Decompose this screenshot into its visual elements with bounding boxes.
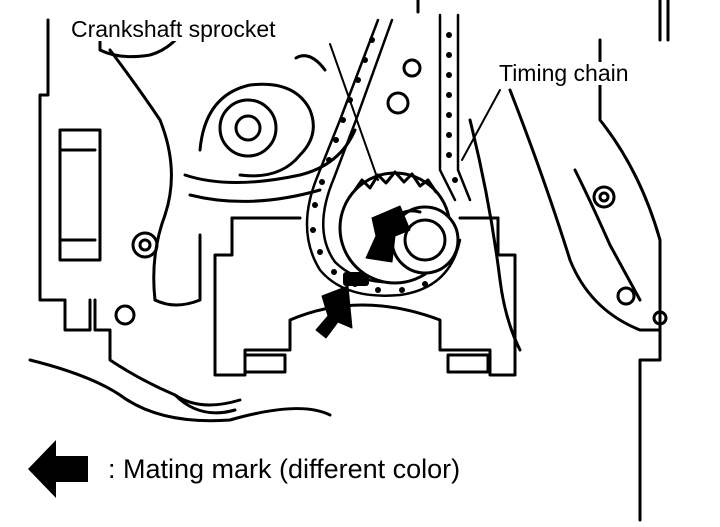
chain-leader-line bbox=[461, 89, 501, 161]
front-cover-housing bbox=[213, 216, 517, 377]
top-edge-lines bbox=[416, 0, 670, 42]
sprocket-mating-arrow bbox=[365, 205, 411, 263]
chain-guide-right bbox=[468, 0, 668, 522]
mating-mark-arrows bbox=[315, 205, 411, 339]
engine-block-outline bbox=[28, 18, 332, 423]
chain-mating-arrow bbox=[315, 285, 353, 339]
legend-text: : Mating mark (different color) bbox=[108, 454, 461, 484]
block-details bbox=[173, 54, 422, 415]
leader-lines bbox=[329, 43, 501, 181]
timing-chain-label: Timing chain bbox=[496, 62, 632, 85]
sprocket-leader-line bbox=[329, 43, 379, 181]
chain-mating-link bbox=[343, 272, 369, 286]
tensioner-pulley bbox=[183, 82, 357, 203]
legend: : Mating mark (different color) bbox=[26, 436, 586, 506]
left-arrow-icon bbox=[28, 440, 88, 498]
crankshaft-sprocket-label: Crankshaft sprocket bbox=[68, 18, 279, 41]
